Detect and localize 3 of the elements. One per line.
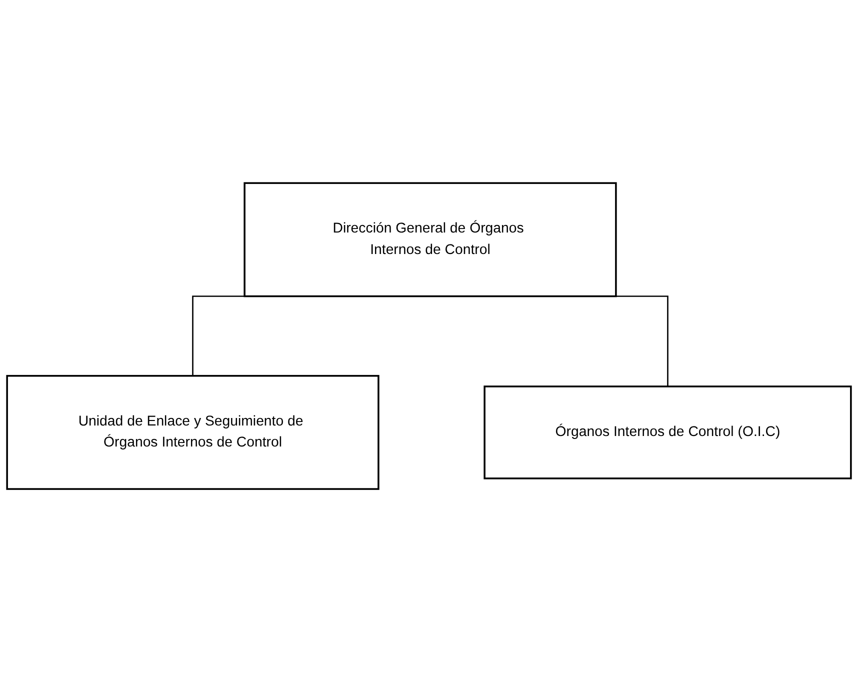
node-box: Dirección General de Órganos Internos de Control — [244, 182, 617, 298]
node-box: Unidad de Enlace y Seguimiento de Órganos Internos de Control — [6, 375, 380, 490]
node-box: Órganos Internos de Control (O.I.C) — [484, 386, 852, 480]
